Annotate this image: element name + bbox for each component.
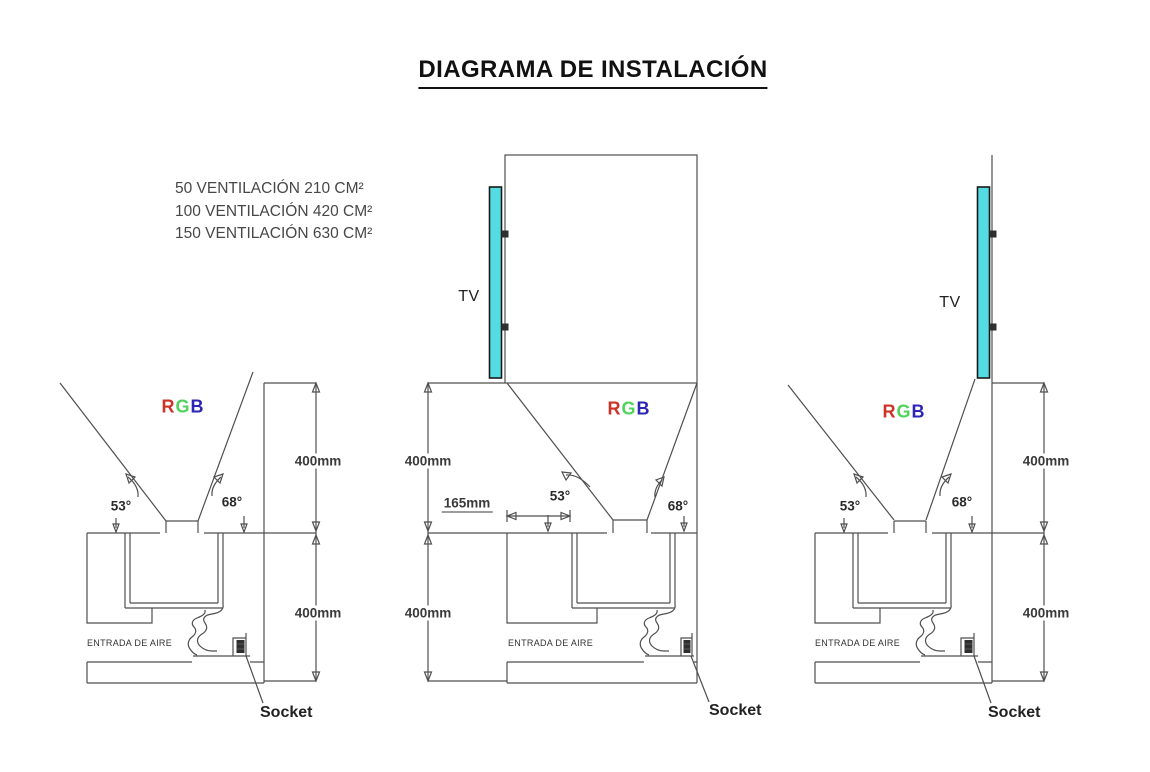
right-light-beams (787, 378, 976, 521)
right-socket-label: Socket (988, 704, 1041, 721)
right-rgb-label: RGB (882, 402, 925, 423)
dimension-arrows (423, 381, 433, 683)
rgb-letter-b: B (636, 398, 651, 419)
tv-screen (976, 186, 991, 379)
tv-alcove (504, 154, 698, 384)
ventilation-note: 50 VENTILACIÓN 210 CM² 100 VENTILACIÓN 4… (175, 178, 372, 246)
center-rgb-label: RGB (607, 399, 650, 420)
tv-mount-tab (501, 323, 509, 331)
ventilation-note-line: 150 VENTILACIÓN 630 CM² (175, 225, 373, 242)
right-tv-label: TV (939, 294, 961, 311)
center-socket-label: Socket (709, 702, 762, 719)
right-diagram-linework (787, 155, 1049, 704)
left-light-beams (59, 371, 254, 522)
center-diagram-linework (423, 154, 710, 703)
rgb-letter-r: R (161, 396, 176, 417)
tv-mount-tab (989, 230, 997, 238)
center-angle-label-68: 68° (667, 498, 689, 514)
left-air-inlet-label: ENTRADA DE AIRE (87, 638, 173, 648)
ventilation-note-line: 100 VENTILACIÓN 420 CM² (175, 202, 373, 220)
left-rgb-label: RGB (161, 397, 204, 418)
center-tv-label: TV (458, 288, 480, 305)
offset-dimension (505, 510, 572, 522)
rgb-letter-r: R (607, 398, 622, 419)
socket-plug (683, 640, 691, 653)
right-angle-label-53: 53° (839, 498, 861, 514)
tv-mount-tab (989, 323, 997, 331)
rgb-letter-b: B (190, 396, 205, 417)
center-angle-label-53: 53° (549, 488, 571, 504)
left-angle-label-53: 53° (110, 498, 132, 514)
left-diagram-linework (59, 371, 321, 704)
right-dimension-label-lower: 400mm (1019, 605, 1073, 621)
right-dimension-label-upper: 400mm (1019, 453, 1073, 469)
left-dimension-label-lower: 400mm (291, 605, 345, 621)
center-air-inlet-label: ENTRADA DE AIRE (508, 638, 594, 648)
tv-mount-tab (501, 230, 509, 238)
page-title: DIAGRAMA DE INSTALACIÓN (418, 56, 768, 89)
center-dimension-label-upper: 400mm (401, 453, 455, 469)
rgb-letter-r: R (882, 401, 897, 422)
center-light-beams (506, 382, 698, 521)
ventilation-note-line: 50 VENTILACIÓN 210 CM² (175, 180, 364, 197)
rgb-letter-g: G (621, 398, 637, 419)
left-socket-label: Socket (260, 704, 313, 721)
left-dimension-label-upper: 400mm (291, 453, 345, 469)
right-angle-label-68: 68° (951, 494, 973, 510)
socket-detail (645, 633, 694, 657)
right-air-inlet-label: ENTRADA DE AIRE (815, 638, 901, 648)
rgb-letter-g: G (896, 401, 912, 422)
left-angle-label-68: 68° (221, 494, 243, 510)
center-dimension-label-lower: 400mm (401, 605, 455, 621)
tv-screen (488, 186, 503, 379)
rgb-letter-b: B (911, 401, 926, 422)
rgb-letter-g: G (175, 396, 191, 417)
center-dimension-label-offset: 165mm (441, 495, 493, 513)
